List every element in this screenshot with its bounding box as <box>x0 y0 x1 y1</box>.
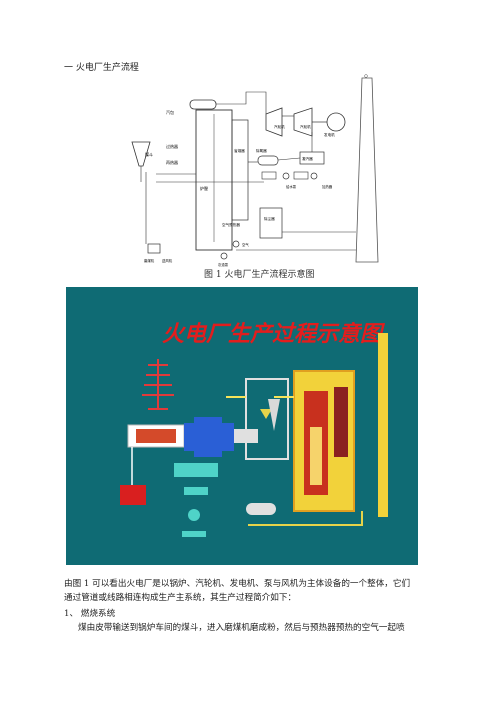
process-illustration: 火电厂生产过程示意图 <box>66 287 418 565</box>
drum-shape <box>189 99 217 110</box>
label-hopper: 煤斗 <box>145 151 153 157</box>
label-deaerator: 除氧器 <box>256 148 267 153</box>
label-turbine-hp: 汽轮机 <box>274 124 285 129</box>
label-ash-pump: 灰渣泵 <box>218 262 229 267</box>
label-drum: 汽包 <box>166 109 174 115</box>
flow-schematic-diagram: 煤斗 炉膛 汽包 过热器 再热器 省煤器 空气预热器 汽轮机 汽轮机 发电机 凝… <box>126 72 388 268</box>
label-superheater: 过热器 <box>166 143 178 149</box>
label-generator: 发电机 <box>324 132 335 137</box>
label-dust-collector: 除尘器 <box>264 216 275 221</box>
transmission-pylon <box>142 359 174 410</box>
subsection-text: 煤由皮带输送到锅炉车间的煤斗，进入磨煤机磨成粉，然后与预热器预热的空气一起喷 <box>78 623 405 633</box>
section-heading: 一 火电厂生产流程 <box>64 63 139 73</box>
hopper-shape <box>131 141 151 167</box>
subsection-heading: 1、 燃烧系统 <box>64 609 116 619</box>
figure-caption: 图 1 火电厂生产流程示意图 <box>204 270 315 280</box>
label-air-preheater: 空气预热器 <box>222 222 240 227</box>
body-paragraph-continued: 通过管道或线路相连构成生产主系统，其生产过程简介如下： <box>64 593 297 603</box>
label-feedwater-pump: 给水泵 <box>286 184 297 189</box>
label-turbine-lp: 汽轮机 <box>300 124 311 129</box>
chimney <box>355 77 379 263</box>
illustration-title: 火电厂生产过程示意图 <box>162 321 386 347</box>
label-air: 空气 <box>242 242 249 247</box>
body-paragraph: 由图 1 可以看出火电厂是以锅炉、汽轮机、发电机、泵与风机为主体设备的一个整体，… <box>64 579 411 589</box>
label-fan: 送风机 <box>162 258 173 263</box>
label-condenser: 凝汽器 <box>302 156 313 161</box>
turbine-hp-shape <box>265 107 283 137</box>
label-reheater: 再热器 <box>166 159 178 165</box>
label-coal-mill: 磨煤机 <box>144 258 155 263</box>
label-furnace: 炉膛 <box>200 185 208 191</box>
label-economizer: 省煤器 <box>234 148 245 153</box>
label-heater: 加热器 <box>322 184 333 189</box>
